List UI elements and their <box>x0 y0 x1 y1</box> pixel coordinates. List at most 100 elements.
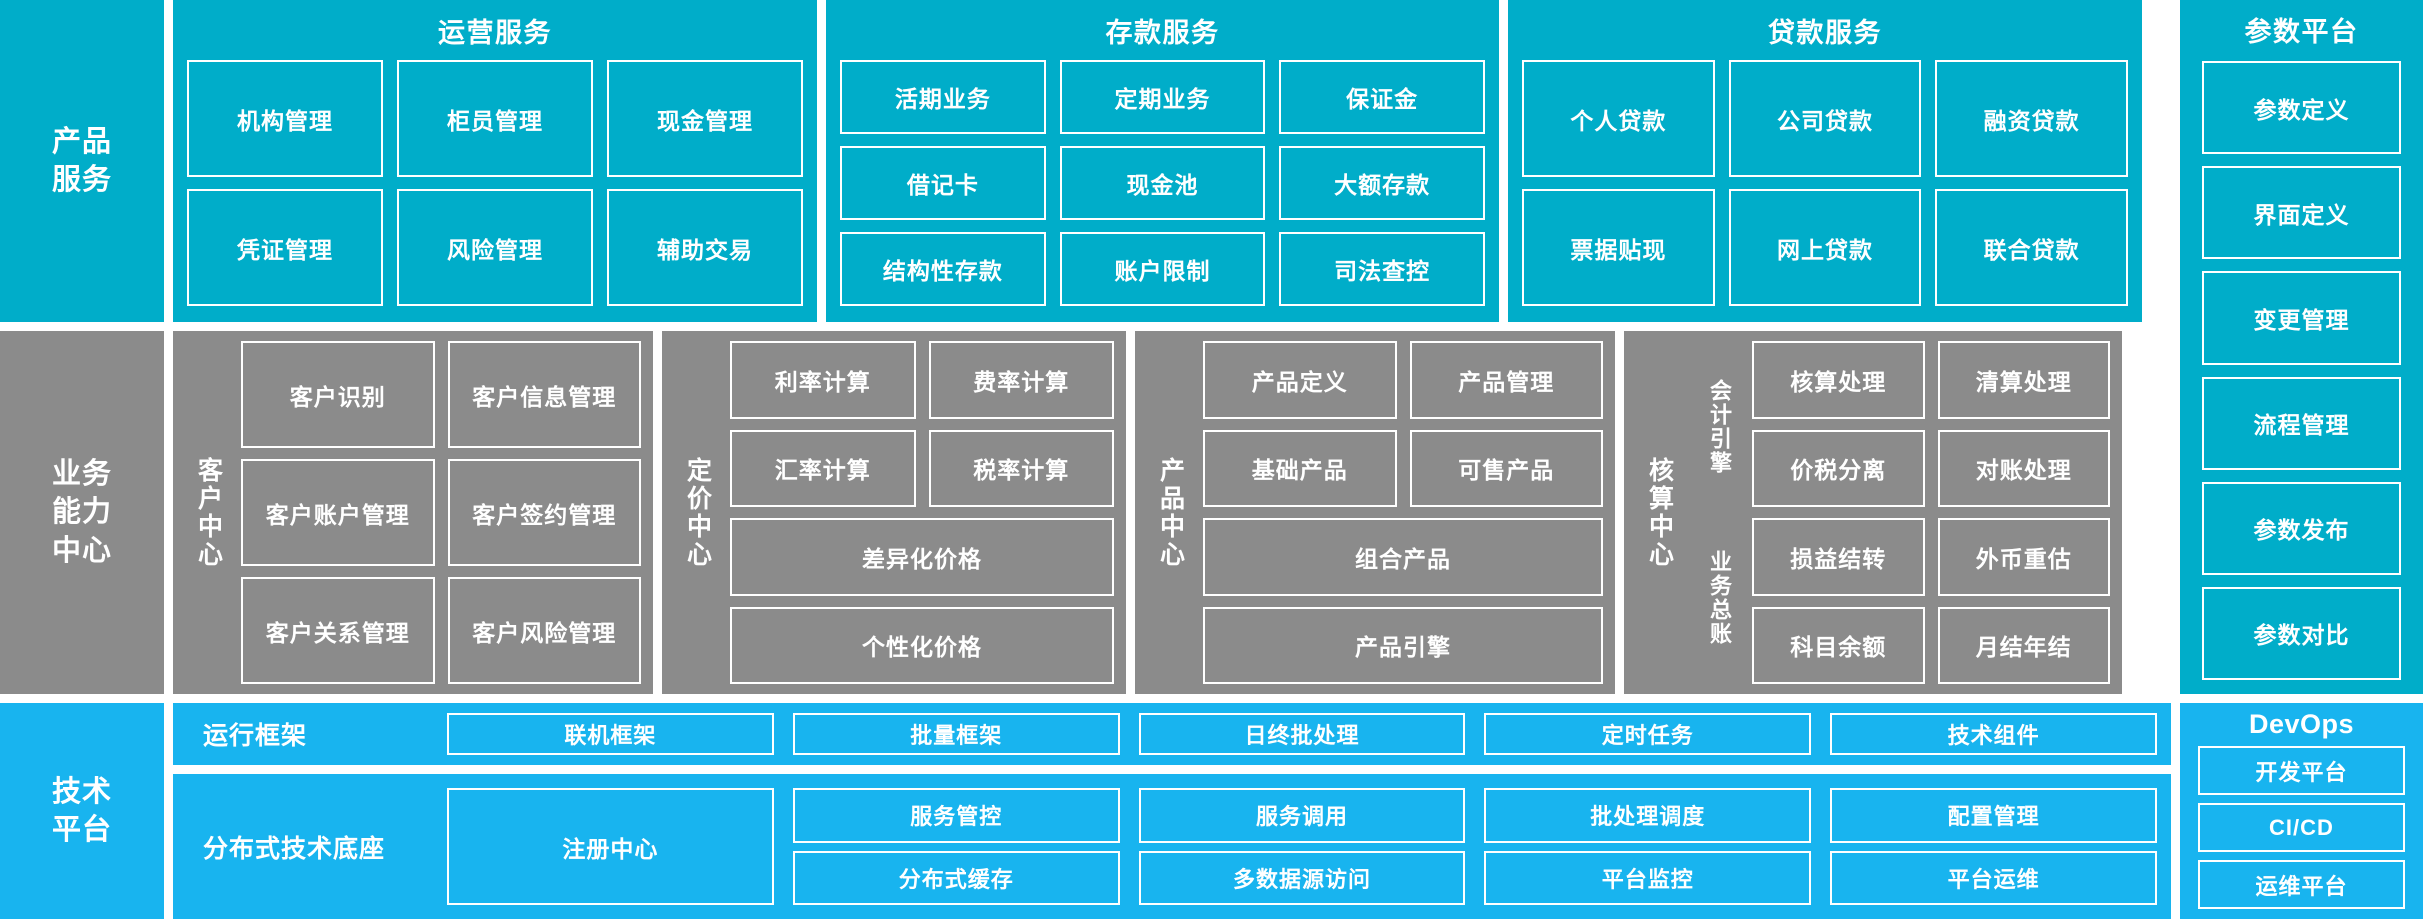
service-item[interactable]: 网上贷款 <box>1728 189 1922 306</box>
devops-item[interactable]: 开发平台 <box>2198 746 2405 795</box>
accounting-sublabel-engine: 会计引擎 <box>1707 378 1732 475</box>
service-item[interactable]: 融资贷款 <box>1935 60 2128 177</box>
capability-item[interactable]: 客户签约管理 <box>447 459 641 566</box>
tech-item[interactable]: 联机框架 <box>447 713 774 755</box>
service-item[interactable]: 大额存款 <box>1279 146 1485 220</box>
tech-item[interactable]: 多数据源访问 <box>1138 850 1466 905</box>
runtime-framework-title: 运行框架 <box>203 722 308 750</box>
service-item[interactable]: 凭证管理 <box>187 189 383 306</box>
devops-item[interactable]: 运维平台 <box>2198 860 2405 909</box>
center-accounting-grid: 核算处理 清算处理 价税分离 对账处理 损益结转 外币重估 科目余额 月结年结 <box>1752 341 2110 684</box>
parameter-item[interactable]: 流程管理 <box>2202 376 2401 470</box>
center-pricing-label: 定价中心 <box>683 456 712 569</box>
service-item[interactable]: 辅助交易 <box>607 189 803 306</box>
devops-stack: 开发平台 CI/CD 运维平台 <box>2198 746 2405 909</box>
rail-product-line1: 产品 <box>51 125 112 158</box>
tech-item-registry[interactable]: 注册中心 <box>447 788 774 905</box>
center-product: 产品中心 产品定义 产品管理 基础产品 可售产品 组合产品 产品引擎 <box>1135 331 1615 694</box>
parameter-item[interactable]: 界面定义 <box>2202 166 2401 260</box>
parameter-item[interactable]: 变更管理 <box>2202 271 2401 365</box>
tech-item[interactable]: 平台运维 <box>1830 850 2157 905</box>
capability-item[interactable]: 客户账户管理 <box>241 459 435 566</box>
capability-item[interactable]: 基础产品 <box>1203 429 1397 507</box>
capability-item[interactable]: 产品定义 <box>1203 341 1397 419</box>
capability-item[interactable]: 利率计算 <box>730 341 916 419</box>
capability-item[interactable]: 损益结转 <box>1752 518 1925 596</box>
service-item[interactable]: 账户限制 <box>1059 232 1266 306</box>
tech-platform-band: 技术 平台 运行框架 联机框架 批量框架 日终批处理 定时任务 技术组件 <box>0 703 2171 919</box>
capability-item[interactable]: 可售产品 <box>1409 429 1603 507</box>
service-item[interactable]: 公司贷款 <box>1728 60 1922 177</box>
capability-item[interactable]: 个性化价格 <box>730 606 1114 684</box>
service-item[interactable]: 现金池 <box>1059 146 1266 220</box>
devops-item[interactable]: CI/CD <box>2198 803 2405 852</box>
capability-item[interactable]: 对账处理 <box>1937 429 2110 507</box>
tech-pair-2: 服务调用 多数据源访问 <box>1138 788 1466 905</box>
tech-item[interactable]: 日终批处理 <box>1138 713 1466 755</box>
center-product-label: 产品中心 <box>1156 456 1185 569</box>
capability-item[interactable]: 产品引擎 <box>1203 606 1603 684</box>
service-item[interactable]: 柜员管理 <box>397 60 593 177</box>
tech-item[interactable]: 配置管理 <box>1830 788 2157 843</box>
capability-item[interactable]: 科目余额 <box>1752 606 1925 684</box>
center-pricing: 定价中心 利率计算 费率计算 汇率计算 税率计算 差异化价格 个性化价格 <box>662 331 1126 694</box>
group-deposit-service: 存款服务 活期业务 定期业务 保证金 借记卡 现金池 大额存款 结构性存款 账户… <box>826 0 1499 322</box>
tech-item[interactable]: 服务管控 <box>792 788 1120 843</box>
service-item[interactable]: 保证金 <box>1279 60 1485 134</box>
capability-item[interactable]: 客户风险管理 <box>447 577 641 684</box>
service-item[interactable]: 现金管理 <box>607 60 803 177</box>
rail-tech-platform: 技术 平台 <box>0 703 164 919</box>
tech-item[interactable]: 平台监控 <box>1484 850 1812 905</box>
capability-item[interactable]: 组合产品 <box>1203 518 1603 596</box>
service-item[interactable]: 机构管理 <box>187 60 383 177</box>
capability-item[interactable]: 核算处理 <box>1752 341 1925 419</box>
parameter-platform-stack: 参数定义 界面定义 变更管理 流程管理 参数发布 参数对比 <box>2202 61 2401 681</box>
devops-title: DevOps <box>2248 709 2355 739</box>
service-item[interactable]: 借记卡 <box>840 146 1046 220</box>
capability-item[interactable]: 客户关系管理 <box>241 577 435 684</box>
tech-item[interactable]: 分布式缓存 <box>792 850 1120 905</box>
tech-item[interactable]: 批量框架 <box>792 713 1120 755</box>
rail-business-capability: 业务 能力 中心 <box>0 331 164 694</box>
capability-item[interactable]: 汇率计算 <box>730 429 916 507</box>
service-item[interactable]: 票据贴现 <box>1522 189 1715 306</box>
tech-pair-4: 配置管理 平台运维 <box>1830 788 2157 905</box>
service-item[interactable]: 司法查控 <box>1279 232 1485 306</box>
capability-item[interactable]: 清算处理 <box>1937 341 2110 419</box>
capability-item[interactable]: 价税分离 <box>1752 429 1925 507</box>
capability-item[interactable]: 费率计算 <box>928 341 1114 419</box>
service-item[interactable]: 结构性存款 <box>840 232 1046 306</box>
tech-item[interactable]: 定时任务 <box>1484 713 1812 755</box>
center-accounting: 核算中心 会计引擎 业务总账 核算处理 清算处理 价税分离 对账处理 损益结转 … <box>1624 331 2122 694</box>
rail-product-line2: 服务 <box>51 164 112 196</box>
capability-item[interactable]: 客户识别 <box>241 341 435 448</box>
capability-item[interactable]: 税率计算 <box>928 429 1114 507</box>
service-item[interactable]: 联合贷款 <box>1935 189 2128 306</box>
center-customer-label: 客户中心 <box>194 456 223 569</box>
distributed-base-title: 分布式技术底座 <box>203 834 386 863</box>
parameter-item[interactable]: 参数发布 <box>2202 481 2401 575</box>
service-item[interactable]: 定期业务 <box>1059 60 1266 134</box>
center-pricing-grid: 利率计算 费率计算 汇率计算 税率计算 差异化价格 个性化价格 <box>730 341 1114 684</box>
parameter-item[interactable]: 参数定义 <box>2202 61 2401 155</box>
parameter-item[interactable]: 参数对比 <box>2202 586 2401 681</box>
service-item[interactable]: 风险管理 <box>397 189 593 306</box>
capability-item[interactable]: 外币重估 <box>1937 518 2110 596</box>
group-deposit-grid: 活期业务 定期业务 保证金 借记卡 现金池 大额存款 结构性存款 账户限制 司法… <box>840 60 1485 306</box>
center-customer: 客户中心 客户识别 客户信息管理 客户账户管理 客户签约管理 客户关系管理 客户… <box>173 331 653 694</box>
group-deposit-title: 存款服务 <box>1105 18 1220 48</box>
capability-item[interactable]: 客户信息管理 <box>447 341 641 448</box>
rail-product-service: 产品 服务 <box>0 0 164 322</box>
main-area: 产品 服务 运营服务 机构管理 柜员管理 现金管理 凭证管理 风险管理 辅助交易… <box>0 0 2171 919</box>
service-item[interactable]: 个人贷款 <box>1522 60 1715 177</box>
tech-item[interactable]: 服务调用 <box>1138 788 1466 843</box>
service-item[interactable]: 活期业务 <box>840 60 1046 134</box>
runtime-framework-items: 联机框架 批量框架 日终批处理 定时任务 技术组件 <box>447 711 2157 757</box>
capability-item[interactable]: 月结年结 <box>1937 606 2110 684</box>
capability-item[interactable]: 差异化价格 <box>730 518 1114 596</box>
capability-item[interactable]: 产品管理 <box>1409 341 1603 419</box>
tech-item[interactable]: 技术组件 <box>1830 713 2157 755</box>
tech-item[interactable]: 批处理调度 <box>1484 788 1812 843</box>
group-loan-grid: 个人贷款 公司贷款 融资贷款 票据贴现 网上贷款 联合贷款 <box>1522 60 2128 306</box>
